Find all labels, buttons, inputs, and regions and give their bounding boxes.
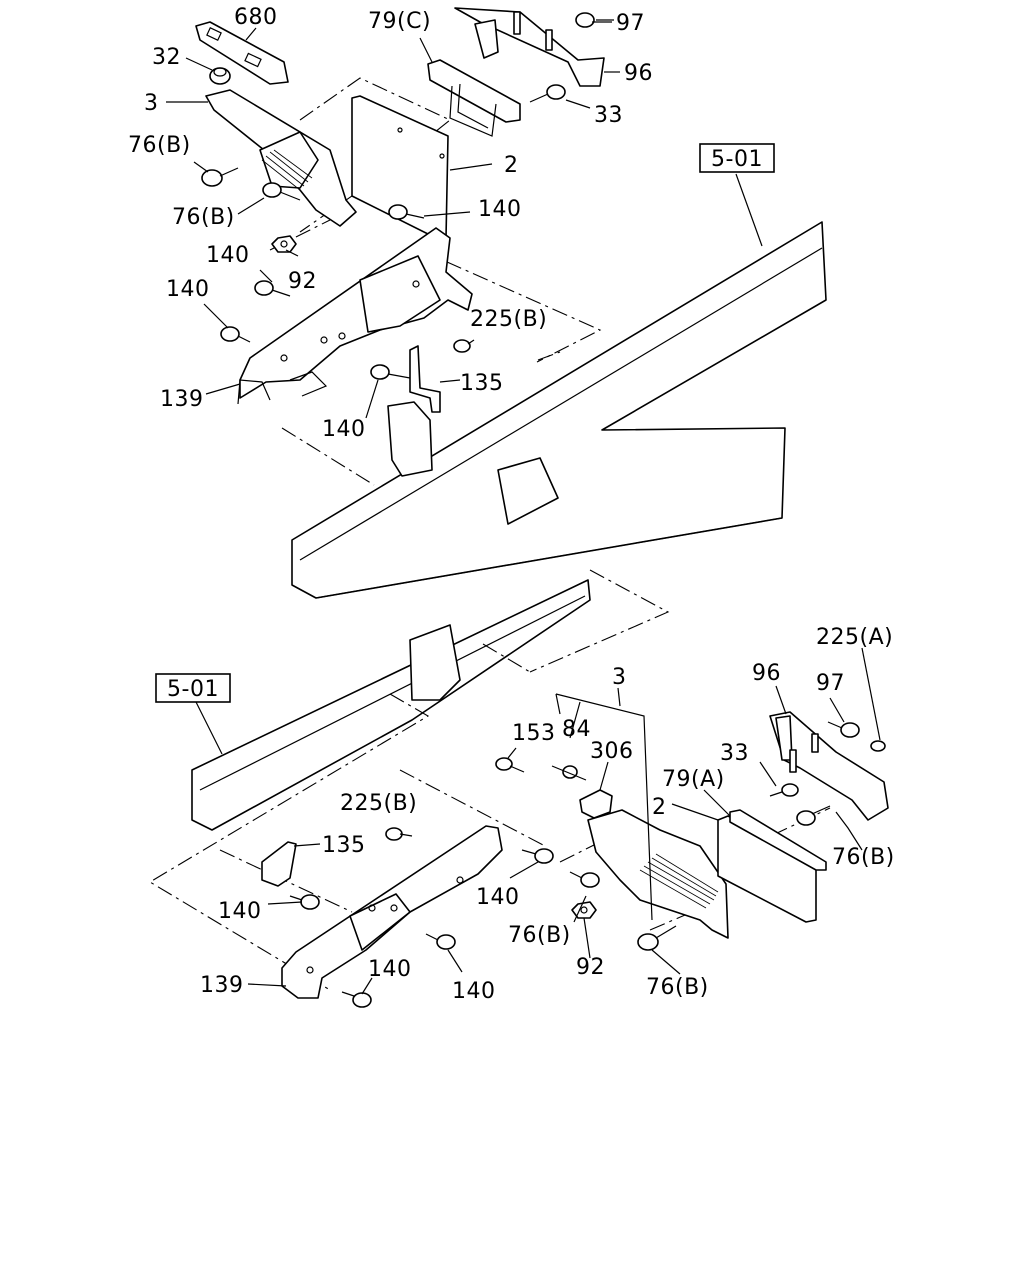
callout-76b-lower-1: 76(B): [832, 845, 895, 870]
bolt-32: [209, 67, 231, 85]
callout-2-lower: 2: [652, 795, 667, 820]
bolt-33-lower: [769, 783, 799, 797]
bolt-76b-upper-2: [262, 182, 301, 201]
callout-76b-upper-1: 76(B): [128, 133, 191, 158]
nut-225b-lower: [385, 827, 403, 841]
callout-32: 32: [152, 45, 181, 70]
support-bracket-139-upper: [237, 227, 473, 405]
mudguard-bracket-3-lower: [587, 809, 729, 939]
callout-3-lower: 3: [612, 665, 627, 690]
callout-96-upper: 96: [624, 61, 653, 86]
bolt-140-upper-2: [254, 280, 291, 297]
callout-140-lower-4: 140: [368, 957, 412, 982]
callout-140-lower-2: 140: [476, 885, 520, 910]
reference-label-5-01-lower: 5-01: [167, 677, 219, 702]
upper-frame-rail: [291, 221, 827, 599]
bolt-140-upper-4: [370, 364, 411, 380]
pin-84: [551, 765, 587, 781]
callout-92-upper: 92: [288, 269, 317, 294]
lower-frame-rail: [191, 579, 591, 831]
bolt-76b-upper-1: [201, 167, 239, 187]
callout-97-upper: 97: [616, 11, 645, 36]
callout-3-upper: 3: [144, 91, 159, 116]
bolt-33-upper: [529, 84, 566, 103]
bolt-140-upper-3: [220, 326, 251, 343]
callout-79c: 79(C): [368, 9, 431, 34]
bolt-153: [495, 757, 525, 773]
reference-box-upper: 5-01: [699, 143, 775, 173]
nut-92-upper: [271, 235, 297, 253]
callout-140-upper-2: 140: [206, 243, 250, 268]
callout-225a: 225(A): [816, 625, 893, 650]
reference-box-lower: 5-01: [155, 673, 231, 703]
callout-33-lower: 33: [720, 741, 749, 766]
callout-225b-lower: 225(B): [340, 791, 417, 816]
bracket-96-upper: [454, 7, 605, 87]
nut-92-lower: [571, 901, 597, 919]
callout-97-lower: 97: [816, 671, 845, 696]
bolt-76b-lower-1: [796, 805, 831, 826]
callout-92-lower: 92: [576, 955, 605, 980]
callout-306: 306: [590, 739, 634, 764]
bracket-79c: [427, 59, 521, 137]
bolt-140-lower-3: [425, 933, 456, 950]
bolt-97-lower: [827, 721, 860, 738]
stay-135-upper: [409, 345, 441, 413]
callout-76b-lower-2: 76(B): [508, 923, 571, 948]
callout-135-upper: 135: [460, 371, 504, 396]
bolt-97-upper: [575, 12, 612, 28]
callout-76b-upper-2: 76(B): [172, 205, 235, 230]
reference-label-5-01-upper: 5-01: [711, 147, 763, 172]
callout-labels: 680 32 3 76(B) 76(B) 79(C) 97 96 33 2 14…: [128, 5, 895, 1004]
bracket-96-lower: [769, 711, 889, 821]
nut-225b-upper: [453, 339, 471, 353]
bolt-76b-lower-2: [569, 871, 600, 888]
plate-2-lower: [717, 815, 817, 923]
callout-140-lower-3: 140: [452, 979, 496, 1004]
mudguard-flap-680: [195, 21, 289, 85]
callout-33-upper: 33: [594, 103, 623, 128]
callout-139-upper: 139: [160, 387, 204, 412]
callout-140-upper-4: 140: [322, 417, 366, 442]
callout-153: 153: [512, 721, 556, 746]
bolt-76b-lower-3: [637, 925, 677, 951]
callout-135-lower: 135: [322, 833, 366, 858]
bolt-140-lower-2: [521, 848, 554, 864]
callout-140-upper-1: 140: [478, 197, 522, 222]
leader-lines: [166, 19, 881, 995]
callout-680: 680: [234, 5, 278, 30]
callout-84: 84: [562, 717, 591, 742]
callout-96-lower: 96: [752, 661, 781, 686]
bolt-140-upper-1: [388, 204, 425, 220]
callout-79a: 79(A): [662, 767, 725, 792]
callout-225b-upper: 225(B): [470, 307, 547, 332]
bracket-79a: [729, 809, 827, 871]
nut-225a: [870, 740, 886, 752]
mudguard-bracket-3-upper: [205, 89, 357, 227]
callout-139-lower: 139: [200, 973, 244, 998]
callout-76b-lower-3: 76(B): [646, 975, 709, 1000]
bolt-140-lower-4: [341, 991, 372, 1008]
callout-140-lower-1: 140: [218, 899, 262, 924]
stay-135-lower: [261, 841, 297, 887]
callout-2-upper: 2: [504, 153, 519, 178]
callout-140-upper-3: 140: [166, 277, 210, 302]
